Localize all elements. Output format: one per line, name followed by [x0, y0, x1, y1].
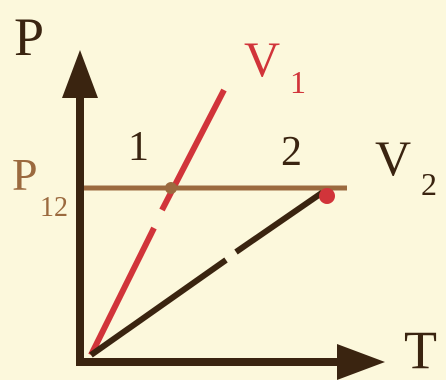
horizontal-axis-label: T: [404, 320, 437, 380]
state-point-1: [165, 182, 177, 194]
state-label-1: 1: [128, 124, 149, 170]
isochore-v1-segment-lower: [88, 226, 157, 357]
isobar-p12-subscript: 12: [40, 192, 68, 223]
isochore-v2-segment-lower: [89, 257, 228, 358]
isochore-v1-label: V: [244, 31, 280, 87]
vertical-axis-arrowhead: [62, 50, 98, 98]
isochore-v2-label: V: [375, 130, 411, 186]
isochore-v2-segment-upper: [234, 187, 328, 255]
isochore-v2-subscript: 2: [421, 166, 437, 202]
isobar-p12-label: P: [12, 149, 38, 200]
isochore-v1-subscript: 1: [290, 64, 306, 100]
vertical-axis-label: P: [14, 7, 44, 67]
state-point-2: [319, 188, 335, 204]
state-label-2: 2: [281, 129, 302, 175]
horizontal-axis-arrowhead: [337, 344, 385, 380]
